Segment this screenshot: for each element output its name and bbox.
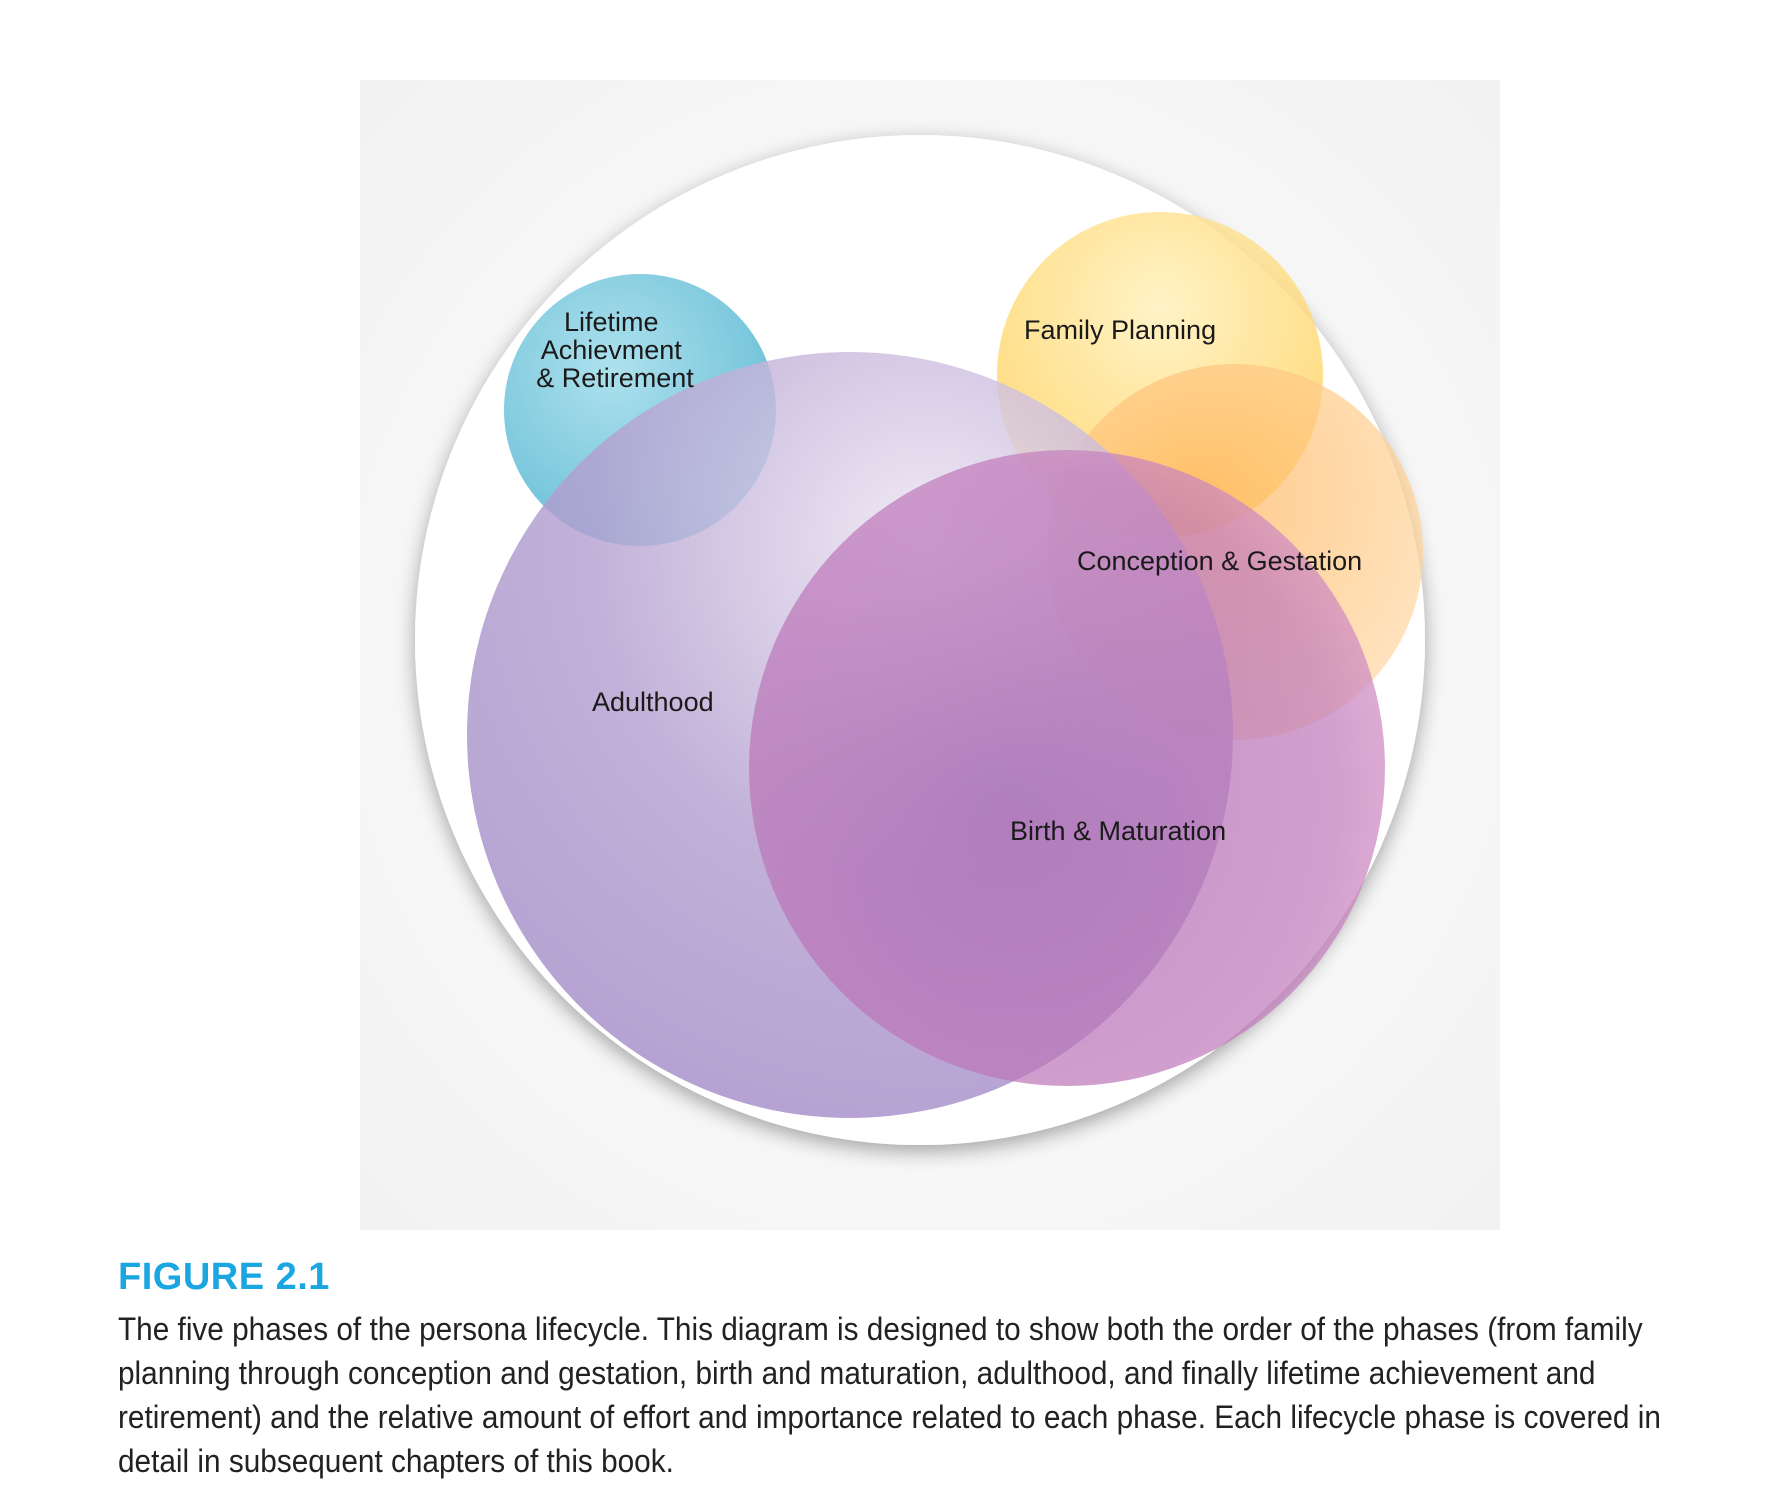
- lifetime-label-line: & Retirement: [536, 363, 694, 393]
- figure-caption-block: FIGURE 2.1 The five phases of the person…: [118, 1255, 1718, 1483]
- family-planning-label: Family Planning: [1024, 315, 1216, 345]
- birth-circle: [749, 450, 1385, 1086]
- figure-number: FIGURE 2.1: [118, 1256, 330, 1298]
- conception-label: Conception & Gestation: [1077, 546, 1362, 576]
- lifetime-label-line: Lifetime: [564, 307, 659, 337]
- birth-label: Birth & Maturation: [1010, 816, 1226, 846]
- lifecycle-diagram-svg: Lifetime Achievment & Retirement Family …: [360, 80, 1500, 1230]
- adulthood-label: Adulthood: [592, 687, 714, 717]
- lifetime-label: Lifetime Achievment & Retirement: [536, 307, 694, 393]
- lifecycle-diagram: Lifetime Achievment & Retirement Family …: [360, 80, 1500, 1230]
- figure-caption: The five phases of the persona lifecycle…: [118, 1311, 1661, 1479]
- lifetime-label-line: Achievment: [541, 335, 683, 365]
